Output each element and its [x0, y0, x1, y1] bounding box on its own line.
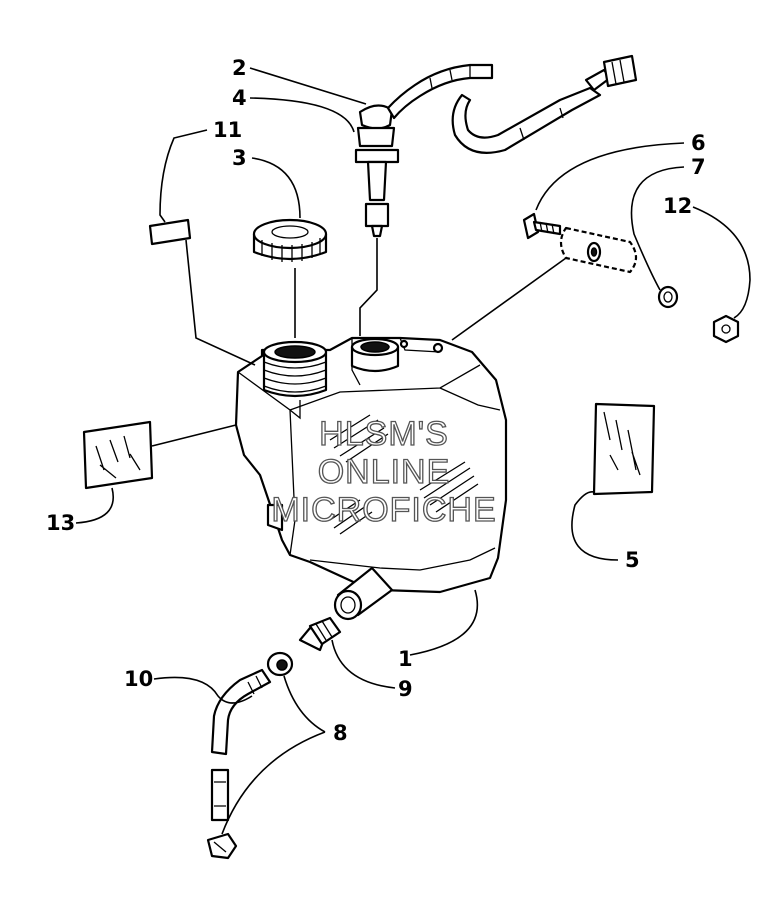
- leader-8a: [283, 675, 326, 733]
- decal-5: [592, 402, 656, 496]
- callout-4: 4: [232, 86, 247, 110]
- callout-7: 7: [691, 155, 706, 179]
- hose-clamp-upper: [266, 651, 294, 677]
- watermark-line-2: ONLINE: [318, 453, 451, 491]
- leader-hw: [451, 257, 567, 341]
- callout-6: 6: [691, 131, 706, 155]
- leader-11: [159, 129, 208, 223]
- oil-level-sender: [354, 104, 400, 238]
- callout-5: 5: [625, 548, 640, 572]
- leader-3: [251, 157, 301, 219]
- callout-2: 2: [232, 56, 247, 80]
- watermark: HLSM'S ONLINE MICROFICHE: [271, 414, 497, 529]
- hose-fitting: [298, 616, 342, 652]
- wire-harness: [386, 54, 638, 154]
- callout-11: 11: [213, 118, 242, 142]
- leader-2: [249, 67, 367, 105]
- leader-5: [571, 490, 619, 561]
- callout-3: 3: [232, 146, 247, 170]
- oil-tank-body: [234, 336, 508, 621]
- filler-neck: [262, 340, 328, 398]
- leader-9: [331, 639, 396, 689]
- leader-13b: [151, 424, 237, 447]
- watermark-line-1: HLSM'S: [319, 415, 449, 453]
- leader-lines: [75, 67, 751, 835]
- leader-1: [409, 589, 479, 656]
- lock-nut: [712, 314, 740, 344]
- decal-13: [82, 420, 154, 490]
- callout-10: 10: [124, 667, 153, 691]
- oil-hose: [210, 668, 272, 822]
- leader-10: [153, 676, 253, 704]
- leader-4b: [359, 238, 378, 336]
- leader-13: [75, 487, 114, 524]
- leader-6: [535, 142, 685, 211]
- leader-8b: [221, 731, 326, 835]
- sender-boss: [350, 337, 400, 373]
- callout-numbers: 1 2 3 4 5 6 7 8 9 10 11 12 13: [46, 56, 706, 745]
- filler-cap: [252, 218, 328, 262]
- mounting-bolt: [522, 212, 562, 240]
- callout-13: 13: [46, 511, 75, 535]
- tank-hatching: [329, 414, 479, 535]
- callout-9: 9: [398, 677, 413, 701]
- callout-1: 1: [398, 647, 413, 671]
- decal-11: [148, 218, 192, 246]
- callout-8: 8: [333, 721, 348, 745]
- washer: [657, 285, 679, 309]
- outlet-spout: [333, 566, 394, 621]
- hose-clamp-lower: [206, 832, 238, 860]
- watermark-line-3: MICROFICHE: [271, 491, 496, 529]
- callout-12: 12: [663, 194, 692, 218]
- leader-4: [249, 97, 355, 133]
- leader-12: [692, 206, 751, 319]
- leader-7: [630, 166, 685, 291]
- spacer-bushing: [559, 226, 638, 274]
- leader-11b: [185, 239, 256, 366]
